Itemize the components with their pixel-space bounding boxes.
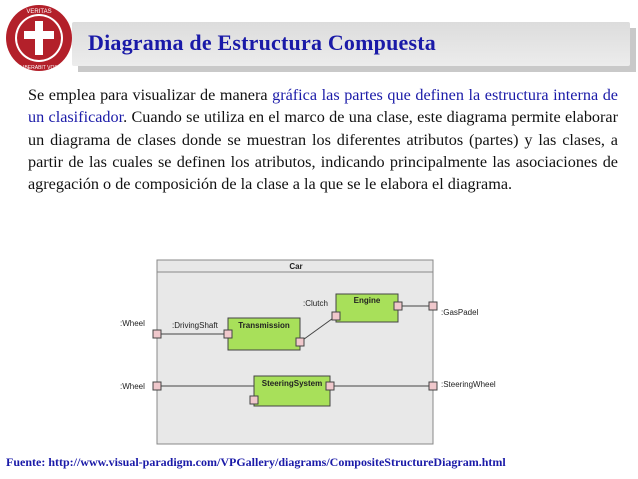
port-steering-wheel — [428, 381, 438, 391]
driving-shaft-label: :DrivingShaft — [172, 321, 219, 330]
paragraph-part2: . Cuando se utiliza en el marco de una c… — [28, 108, 618, 194]
port-clutch — [331, 311, 341, 321]
gas-padel-label: :GasPadel — [441, 308, 479, 317]
title-banner — [72, 22, 636, 72]
page-title: Diagrama de Estructura Compuesta — [88, 30, 436, 55]
paragraph-part1: Se emplea para visualizar de manera — [28, 86, 273, 104]
paragraph-highlight: gráfica las partes que definen la estruc… — [28, 86, 618, 127]
car-class-name: Car — [289, 262, 302, 271]
port-gas-padel — [428, 301, 438, 311]
engine-part — [335, 293, 399, 323]
clutch-label: :Clutch — [303, 299, 328, 308]
port-wheel1 — [152, 329, 162, 339]
wheel2-label: :Wheel — [120, 382, 145, 391]
description-paragraph: Se emplea para visualizar de manera gráf… — [28, 84, 618, 195]
steering-wheel-label: :SteeringWheel — [441, 380, 496, 389]
wheel1-label: :Wheel — [120, 319, 145, 328]
port-transmission-out — [295, 337, 305, 347]
port-wheel2 — [152, 381, 162, 391]
port-steering-in — [249, 395, 259, 405]
transmission-label: Transmission — [238, 321, 290, 330]
port-steering-out — [325, 381, 335, 391]
engine-label: Engine — [354, 296, 381, 305]
car-class-frame — [156, 259, 434, 445]
steering-system-label: SteeringSystem — [262, 379, 322, 388]
composite-structure-diagram: Car Transmission Engine SteeringSystem :… — [120, 259, 496, 445]
logo-text-top: VERITAS — [26, 9, 51, 15]
source-footer: Fuente: http://www.visual-paradigm.com/V… — [6, 455, 506, 469]
port-driving-shaft — [223, 329, 233, 339]
logo-text-bottom: LIBERABIT VOS — [20, 65, 58, 71]
port-engine-out — [393, 301, 403, 311]
steering-system-part — [253, 375, 331, 407]
university-logo: VERITAS LIBERABIT VOS — [6, 5, 72, 71]
